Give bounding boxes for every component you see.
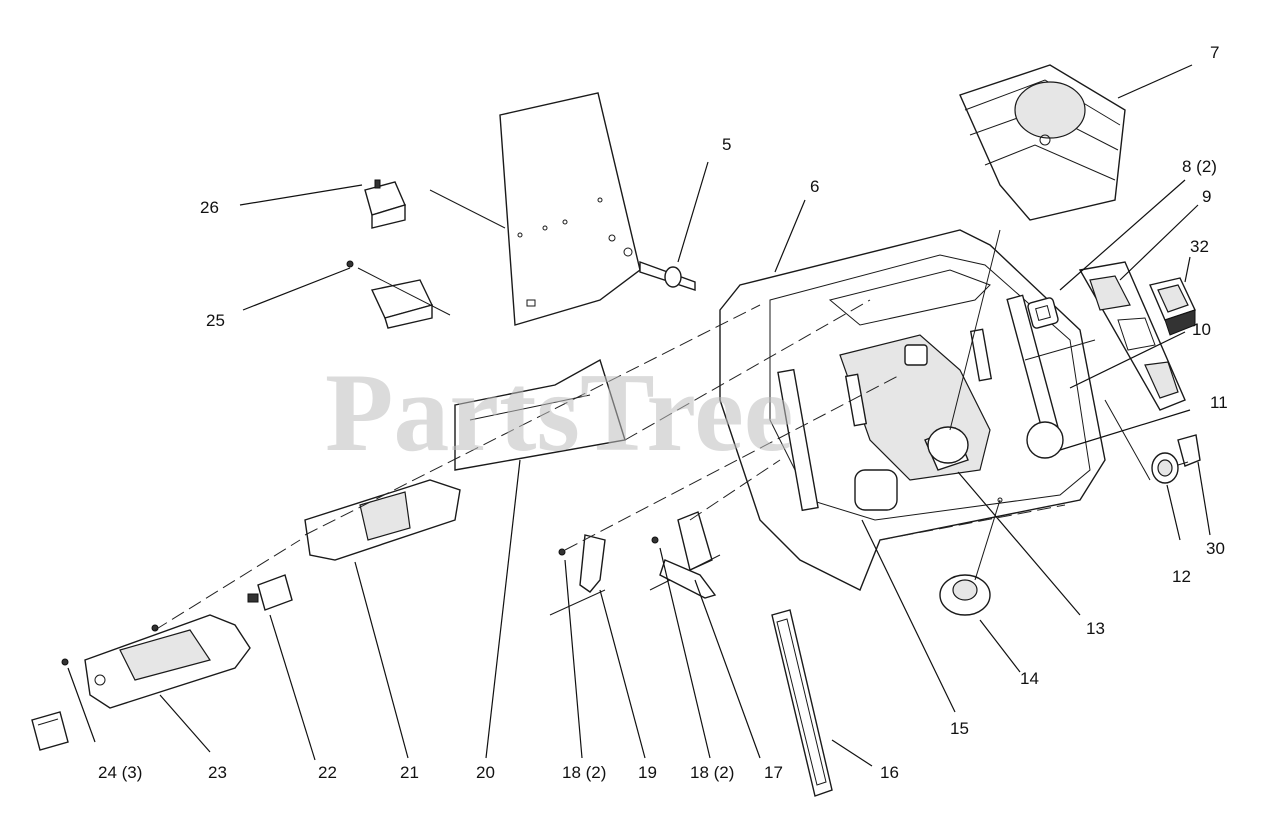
callout-26: 26 (200, 198, 219, 217)
switch-part (346, 260, 433, 329)
dash-cover-part (304, 479, 461, 561)
ignition-part (1151, 434, 1201, 484)
callout-13: 13 (1086, 619, 1105, 638)
callout-32: 32 (1190, 237, 1209, 256)
throttle-lever-part (649, 511, 721, 599)
leader-lines (67, 64, 1211, 767)
callout-7: 7 (1210, 43, 1219, 62)
dash-housing-part (719, 229, 1106, 591)
choke-lever-part (549, 534, 606, 616)
throttle-knob-part (924, 426, 969, 471)
callout-14: 14 (1020, 669, 1039, 688)
callout-19: 19 (638, 763, 657, 782)
rocker-switch-part (1149, 277, 1196, 336)
callout-18-right: 18 (2) (690, 763, 734, 782)
choke-knob-part (939, 574, 991, 616)
callout-25: 25 (206, 311, 225, 330)
callout-labels: 5 6 7 8 (2) 9 32 10 11 12 30 13 14 15 16… (98, 43, 1228, 782)
shift-boot-part (959, 64, 1126, 221)
callout-23: 23 (208, 763, 227, 782)
watermark-logo: PartsTree (325, 351, 794, 475)
callout-9: 9 (1202, 187, 1211, 206)
bracket-part (1027, 297, 1059, 329)
callout-21: 21 (400, 763, 419, 782)
callout-17: 17 (764, 763, 783, 782)
relay-part (364, 179, 406, 229)
switch-bezel-part (1078, 261, 1186, 411)
callout-8: 8 (2) (1182, 157, 1217, 176)
callout-30: 30 (1206, 539, 1225, 558)
callout-11: 11 (1210, 393, 1228, 412)
shaft-part (639, 261, 696, 291)
callout-15: 15 (950, 719, 969, 738)
trim-strip-part (771, 609, 833, 797)
assembly-lines (154, 189, 1151, 631)
mounting-plate-part (499, 92, 641, 326)
callout-18-left: 18 (2) (562, 763, 606, 782)
callout-10: 10 (1192, 320, 1211, 339)
callout-24: 24 (3) (98, 763, 142, 782)
callout-12: 12 (1172, 567, 1191, 586)
callout-6: 6 (810, 177, 819, 196)
lamp-socket-part (247, 574, 293, 611)
callout-20: 20 (476, 763, 495, 782)
connector-part (31, 711, 69, 751)
callout-5: 5 (722, 135, 731, 154)
callout-22: 22 (318, 763, 337, 782)
callout-16: 16 (880, 763, 899, 782)
